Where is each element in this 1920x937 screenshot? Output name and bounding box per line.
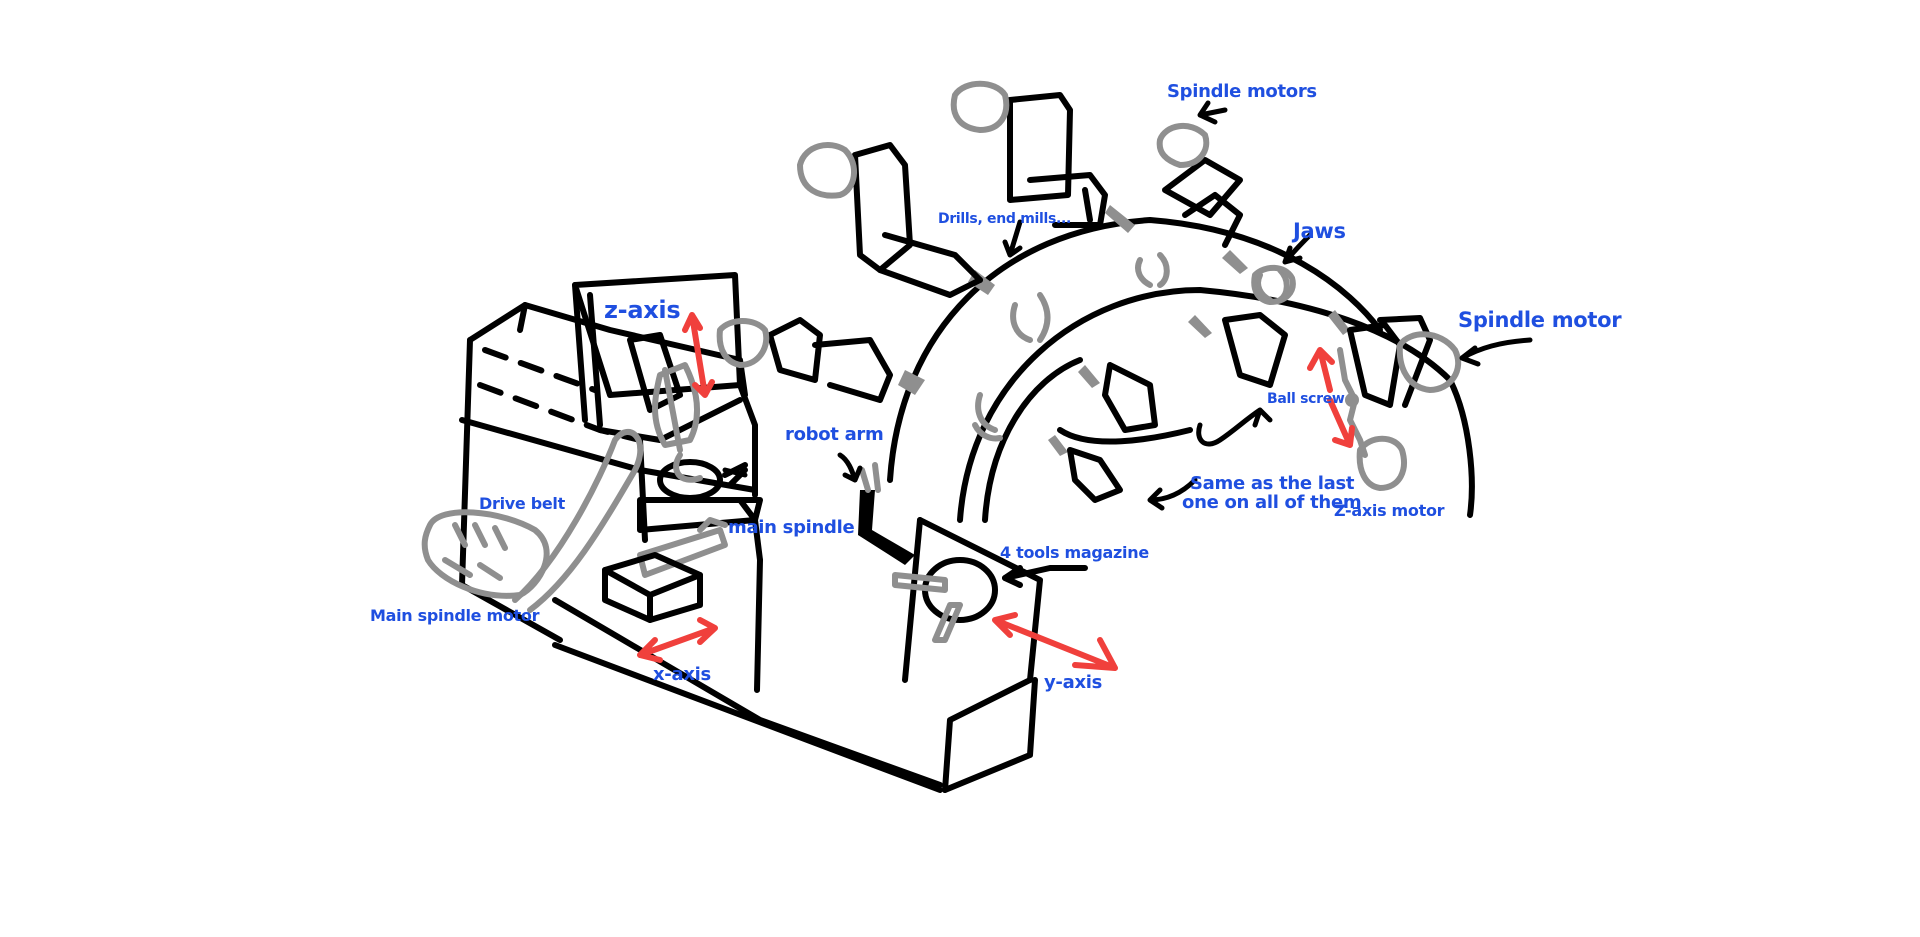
label-spindle-motors: Spindle motors xyxy=(1167,81,1317,102)
label-main-spindle-motor: Main spindle motor xyxy=(370,606,540,625)
label-drills-end-mills: Drills, end mills... xyxy=(938,211,1072,227)
label-z-axis: z-axis xyxy=(604,296,681,324)
pointer-arrows xyxy=(722,100,1533,511)
label-z-axis-motor: Z-axis motor xyxy=(1334,501,1445,520)
tool-magazine-carriage xyxy=(892,517,1088,683)
drill-holders xyxy=(898,205,1350,456)
label-x-axis: x-axis xyxy=(653,664,711,685)
label-drive-belt: Drive belt xyxy=(479,494,565,513)
label-main-spindle: main spindle xyxy=(728,517,855,538)
y-axis-arrow xyxy=(992,612,1118,671)
drive-belt xyxy=(512,429,644,613)
tool-holder-boxes xyxy=(767,92,1433,503)
work-table xyxy=(602,552,703,623)
label-ball-screw: Ball screw xyxy=(1267,391,1345,407)
label-robot-arm: robot arm xyxy=(785,424,884,445)
x-axis-arrow xyxy=(637,617,718,663)
tool-arc-magazine xyxy=(887,217,1475,523)
label-same-as-last-line1: Same as the last xyxy=(1190,473,1355,494)
main-spindle-motor-shape xyxy=(421,509,550,599)
ball-screw-axis-arrow xyxy=(1307,347,1355,448)
ball-screw xyxy=(1337,347,1368,458)
robot-arm xyxy=(837,452,915,565)
label-jaws: Jaws xyxy=(1293,219,1346,243)
label-y-axis: y-axis xyxy=(1044,672,1103,693)
z-axis-arrow xyxy=(682,312,715,398)
label-tools-magazine: 4 tools magazine xyxy=(1000,543,1149,562)
label-same-as-last-line2: one on all of them xyxy=(1182,492,1362,513)
spindle-motor-shapes xyxy=(716,80,1462,491)
label-spindle-motor: Spindle motor xyxy=(1458,308,1622,332)
